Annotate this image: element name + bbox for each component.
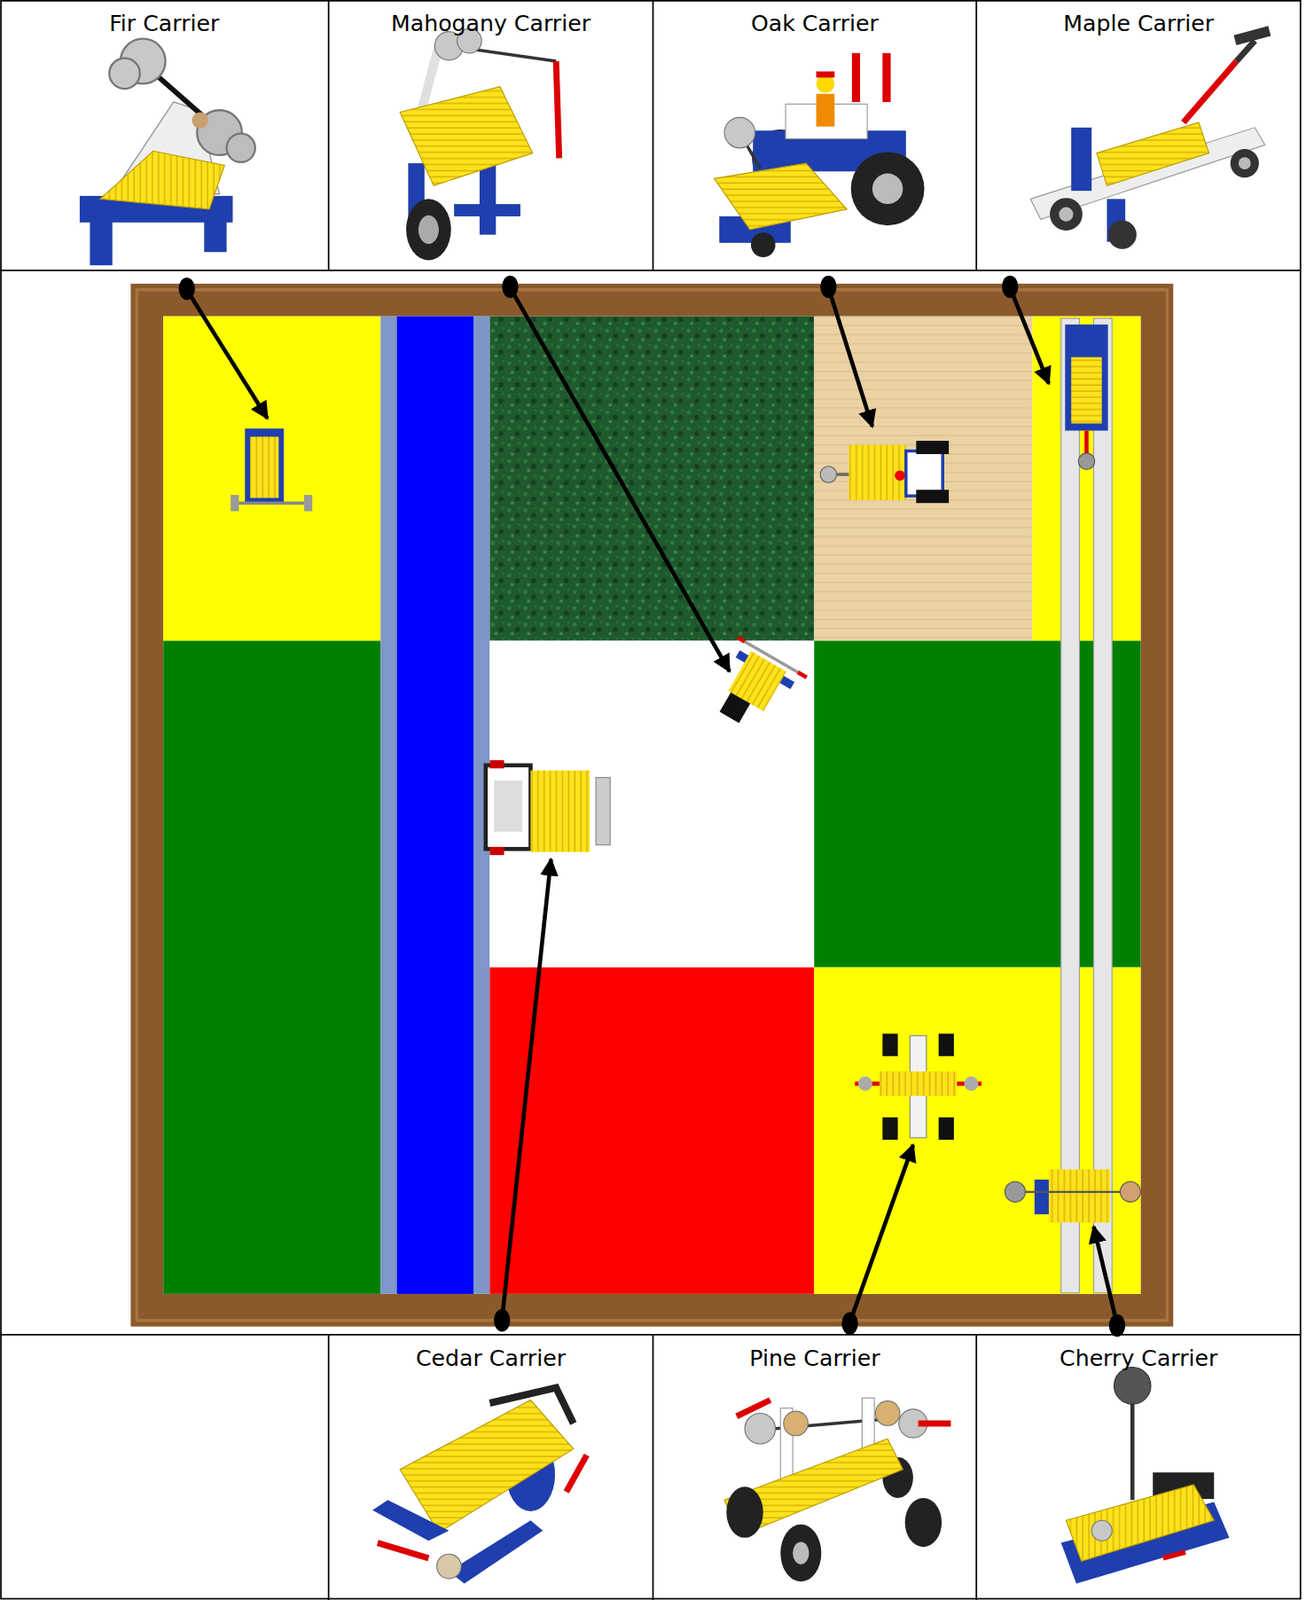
board-cedar-carrier (485, 759, 610, 855)
carrier-name: Oak Carrier (653, 0, 978, 38)
carrier-name: Pine Carrier (653, 1334, 978, 1372)
carrier-cell: Pine Carrier (653, 1334, 978, 1600)
board-pine-carrier (854, 1032, 982, 1140)
game-board (130, 283, 1174, 1327)
carrier-cell: Cedar Carrier (328, 1334, 654, 1600)
cherry-carrier-picture (1061, 1367, 1230, 1584)
mahogany-carrier-picture (399, 28, 559, 260)
board-maple-carrier (1064, 324, 1108, 470)
leader-arrows (179, 275, 1127, 1338)
board-fir-carrier (230, 428, 313, 511)
fir-carrier-picture (79, 39, 256, 266)
carrier-cell: Maple Carrier (976, 0, 1301, 271)
carrier-name: Mahogany Carrier (328, 0, 654, 38)
oak-carrier-picture (714, 53, 925, 258)
board-oak-carrier (820, 440, 949, 503)
carrier-cell: Fir Carrier (0, 0, 329, 271)
carrier-cell: Cherry Carrier (976, 1334, 1301, 1600)
carrier-cell: Oak Carrier (653, 0, 978, 271)
carrier-name: Fir Carrier (0, 0, 329, 38)
carrier-name: Maple Carrier (976, 0, 1301, 38)
carrier-name: Cherry Carrier (976, 1334, 1301, 1372)
pine-carrier-picture (724, 1397, 951, 1581)
board-cherry-carrier (1004, 1168, 1141, 1222)
carrier-name: Cedar Carrier (328, 1334, 654, 1372)
maple-carrier-picture (1030, 25, 1271, 249)
cedar-carrier-picture (372, 1387, 587, 1584)
carrier-cell: Mahogany Carrier (328, 0, 654, 271)
